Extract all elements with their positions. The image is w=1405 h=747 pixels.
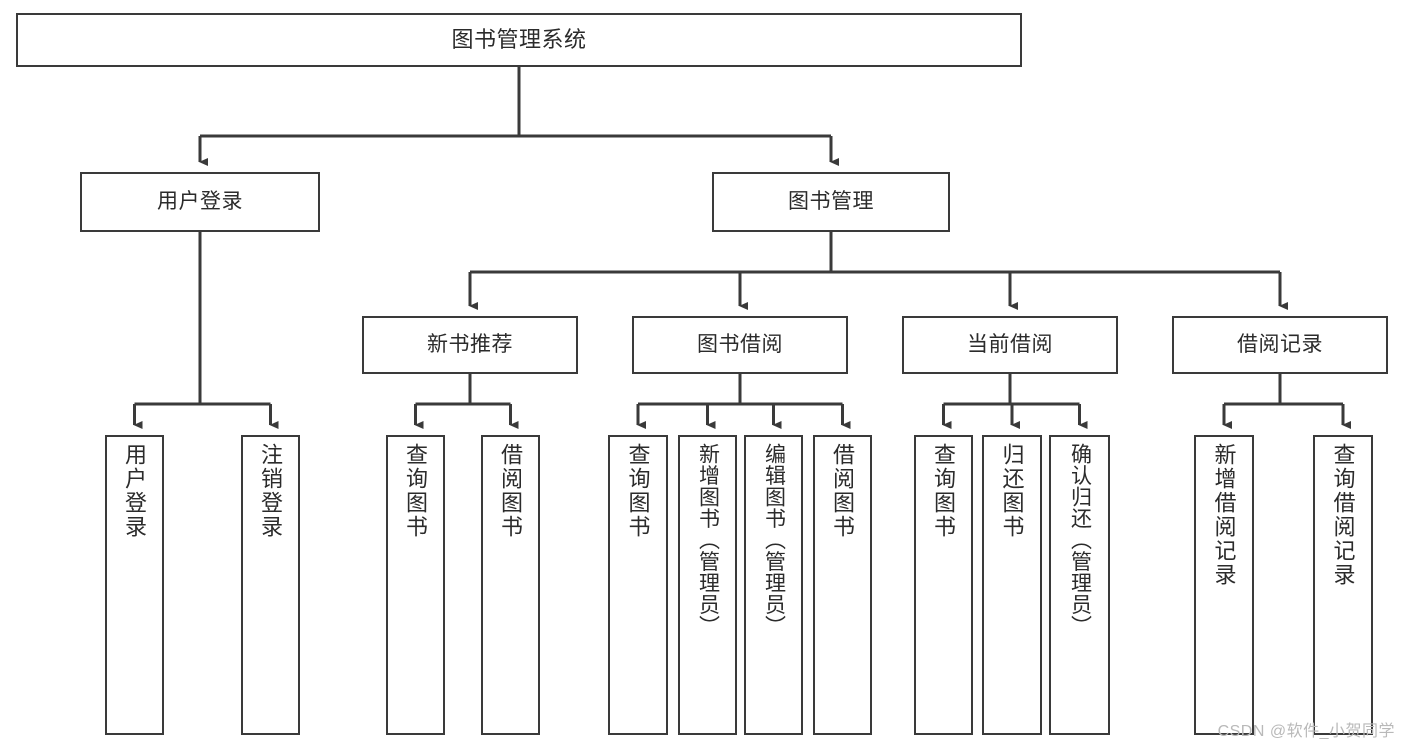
node-l_qb3[interactable]: 查询图书: [914, 435, 973, 735]
node-label: 编辑图书（管理员）: [762, 443, 786, 637]
node-l_logout[interactable]: 注销登录: [241, 435, 300, 735]
watermark-label: CSDN @软件_小贺同学: [1217, 723, 1395, 740]
node-l_qb2[interactable]: 查询图书: [608, 435, 668, 735]
node-l_editbook[interactable]: 编辑图书（管理员）: [744, 435, 803, 735]
node-label: 新增借阅记录: [1211, 443, 1237, 587]
node-label: 查询图书: [931, 443, 957, 539]
node-records[interactable]: 借阅记录: [1172, 316, 1388, 374]
node-label: 借阅图书: [830, 443, 856, 539]
node-current[interactable]: 当前借阅: [902, 316, 1118, 374]
node-l_confirm[interactable]: 确认归还（管理员）: [1049, 435, 1110, 735]
node-l_bb1[interactable]: 借阅图书: [481, 435, 540, 735]
node-l_bb2[interactable]: 借阅图书: [813, 435, 872, 735]
node-label: 归还图书: [999, 443, 1025, 539]
node-label: 新书推荐: [427, 332, 513, 356]
node-bookmgmt[interactable]: 图书管理: [712, 172, 950, 232]
node-l_return[interactable]: 归还图书: [982, 435, 1042, 735]
node-label: 注销登录: [258, 443, 284, 539]
node-label: 确认归还（管理员）: [1068, 443, 1092, 637]
node-l_qrec[interactable]: 查询借阅记录: [1313, 435, 1373, 735]
node-label: 借阅图书: [498, 443, 524, 539]
node-label: 新增图书（管理员）: [696, 443, 720, 637]
node-label: 借阅记录: [1237, 332, 1323, 356]
node-l_addbook[interactable]: 新增图书（管理员）: [678, 435, 737, 735]
node-label: 用户登录: [157, 189, 243, 213]
node-label: 图书管理: [788, 189, 874, 213]
node-label: 查询借阅记录: [1330, 443, 1356, 587]
node-root[interactable]: 图书管理系统: [16, 13, 1022, 67]
node-l_qb1[interactable]: 查询图书: [386, 435, 445, 735]
node-label: 查询图书: [403, 443, 429, 539]
node-label: 图书管理系统: [451, 27, 587, 53]
node-label: 当前借阅: [967, 332, 1053, 356]
node-borrow[interactable]: 图书借阅: [632, 316, 848, 374]
node-label: 查询图书: [625, 443, 651, 539]
node-login[interactable]: 用户登录: [80, 172, 320, 232]
node-l_addrec[interactable]: 新增借阅记录: [1194, 435, 1254, 735]
node-l_userlogin[interactable]: 用户登录: [105, 435, 164, 735]
node-label: 用户登录: [122, 443, 148, 539]
node-label: 图书借阅: [697, 332, 783, 356]
node-newbook[interactable]: 新书推荐: [362, 316, 578, 374]
